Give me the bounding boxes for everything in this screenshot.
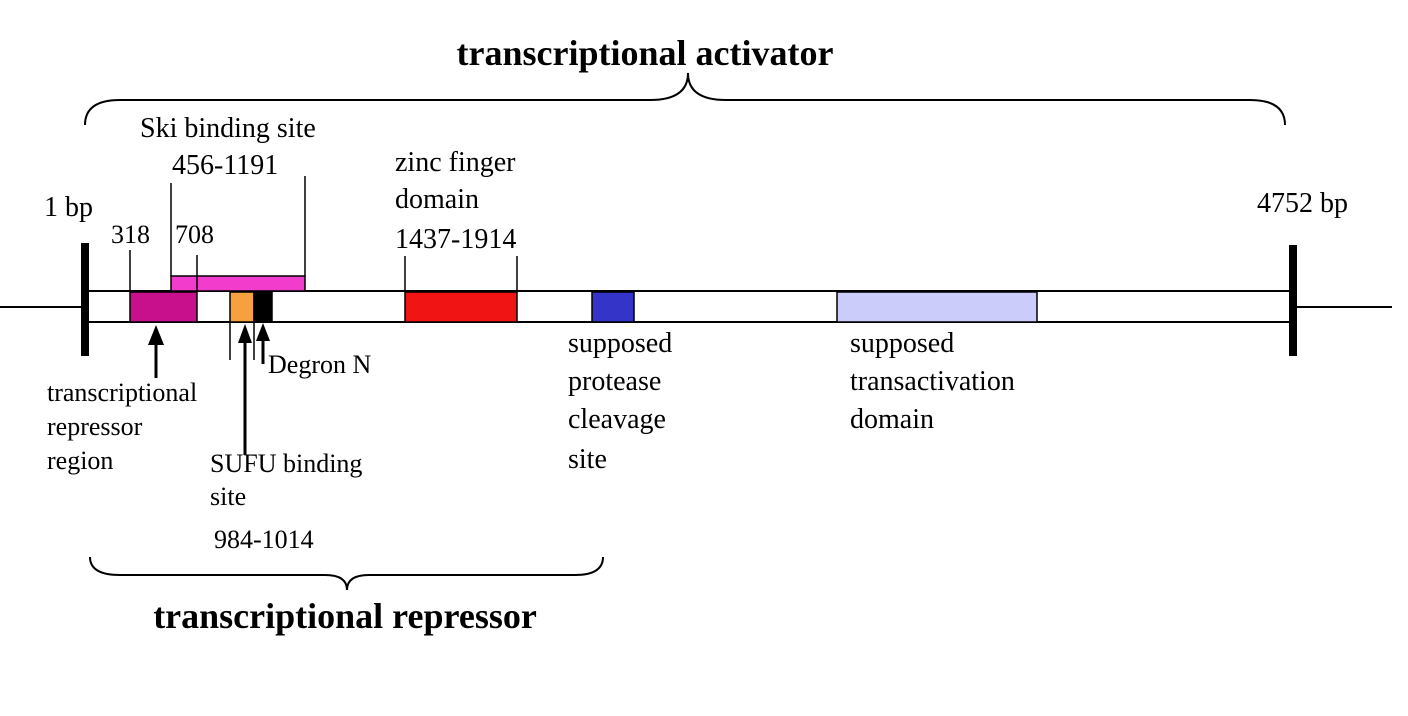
- ski-label: Ski binding site: [140, 113, 316, 144]
- protease-site-box: [591, 291, 635, 323]
- repressor-region-line3: region: [47, 446, 113, 475]
- sufu-box: [229, 291, 255, 323]
- protease-line3: cleavage: [568, 404, 666, 435]
- degron-arrow-head: [256, 323, 270, 341]
- ski-binding-bar: [170, 275, 306, 292]
- protease-line2: protease: [568, 366, 661, 397]
- start-label: 1 bp: [44, 192, 93, 223]
- sufu-line3: 984-1014: [214, 525, 314, 554]
- ski-range: 456-1191: [172, 150, 278, 181]
- activator-title: transcriptional activator: [457, 33, 834, 73]
- activator-brace: [84, 72, 1286, 126]
- repressor-brace: [89, 556, 604, 591]
- protease-line1: supposed: [568, 328, 672, 359]
- repressor-region-box: [129, 291, 198, 323]
- repressor-region-line1: transcriptional: [47, 378, 197, 407]
- transactivation-box: [836, 291, 1038, 323]
- repressor-arrow-head: [148, 325, 164, 345]
- degron-label: Degron N: [268, 350, 371, 379]
- transact-line2: transactivation: [850, 366, 1015, 397]
- sufu-line1: SUFU binding: [210, 449, 362, 478]
- transact-line1: supposed: [850, 328, 954, 359]
- zinc-finger-box: [404, 291, 518, 323]
- degron-box: [253, 291, 273, 323]
- repressor-title: transcriptional repressor: [153, 596, 537, 636]
- transact-line3: domain: [850, 404, 934, 435]
- sufu-line2: site: [210, 482, 246, 511]
- zinc-line2: domain: [395, 184, 479, 215]
- sufu-arrow-head: [238, 324, 252, 343]
- repressor-region-line2: repressor: [47, 412, 143, 441]
- zinc-line1: zinc finger: [395, 147, 516, 178]
- protease-line4: site: [568, 444, 607, 475]
- label-318: 318: [111, 220, 150, 249]
- label-708: 708: [175, 220, 214, 249]
- end-label: 4752 bp: [1257, 188, 1348, 219]
- zinc-line3: 1437-1914: [395, 224, 516, 255]
